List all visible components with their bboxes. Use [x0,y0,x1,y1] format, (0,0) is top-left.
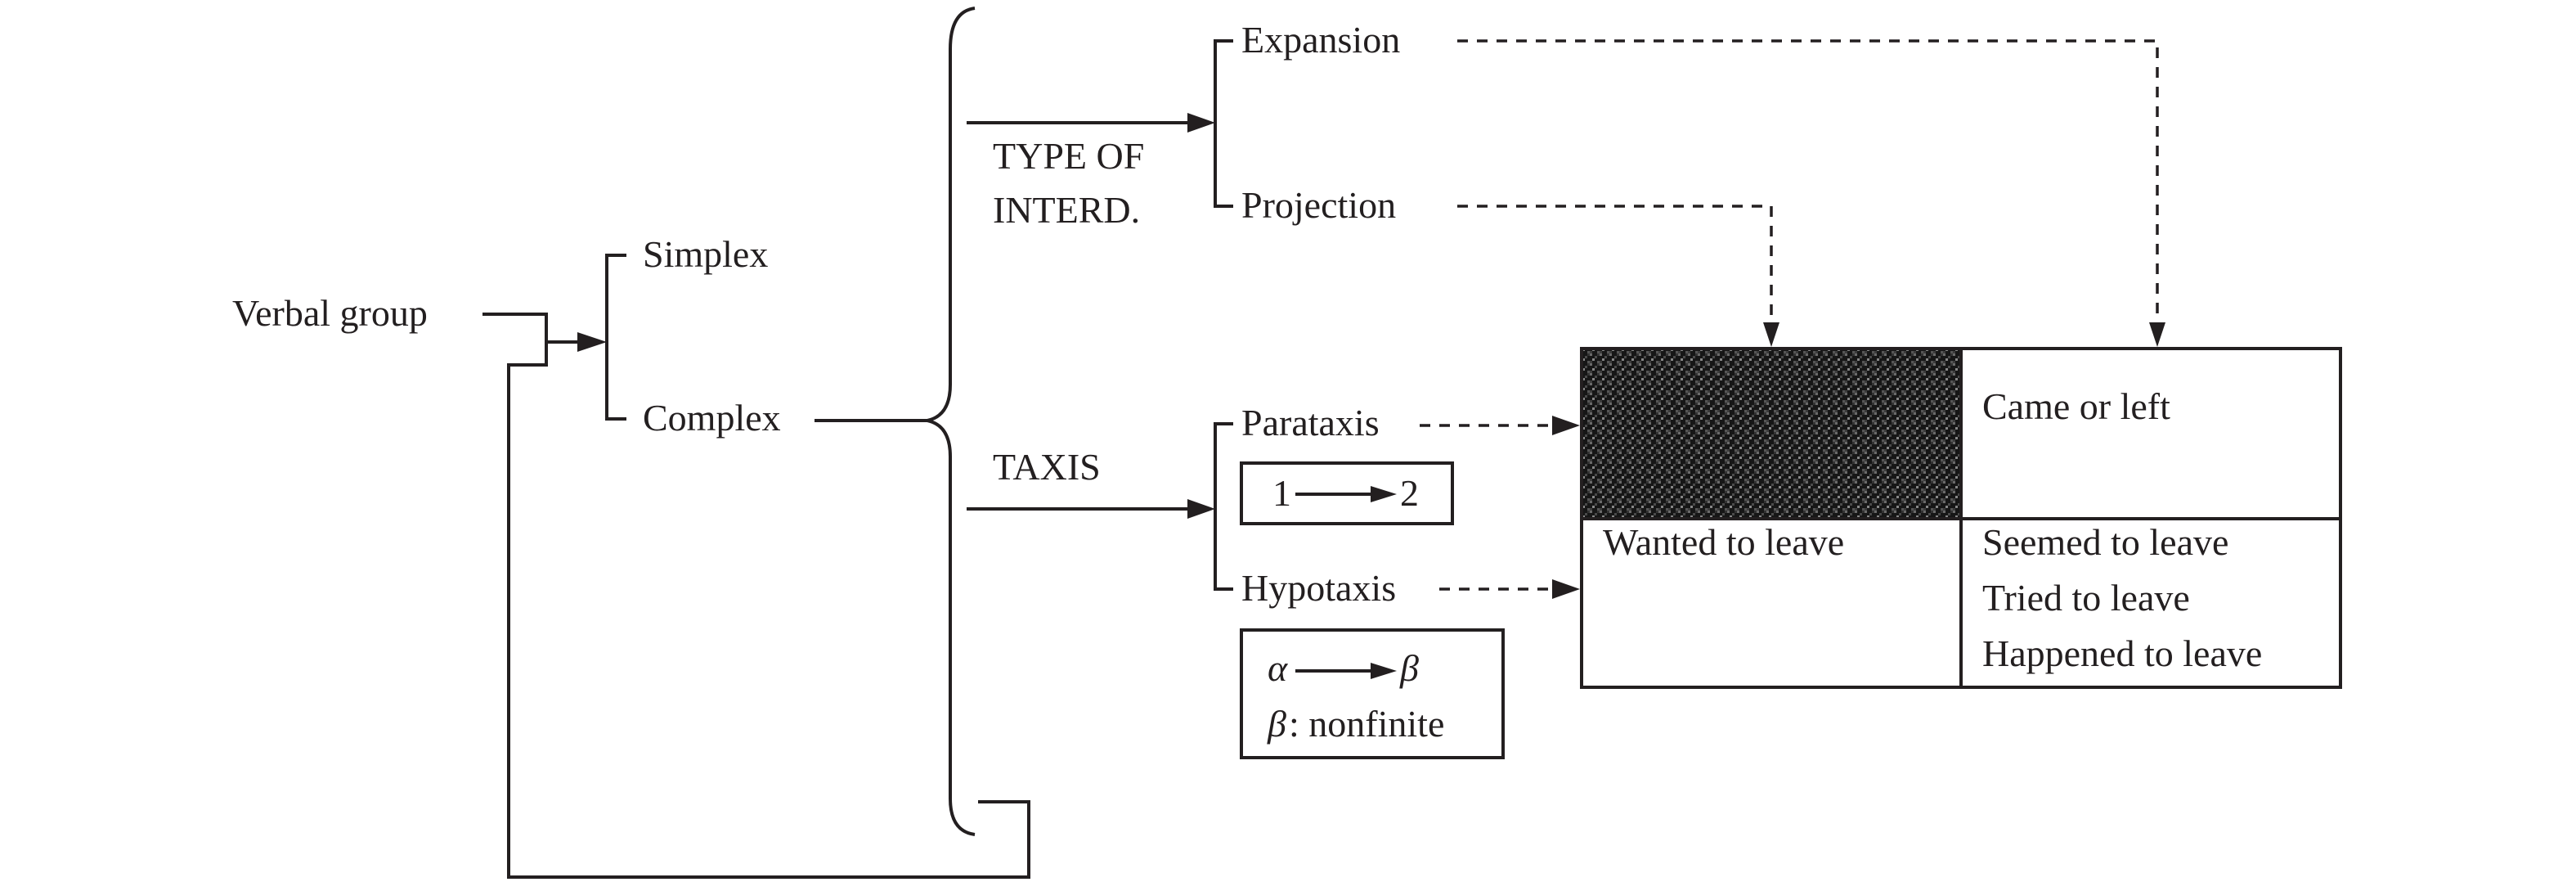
simplex-label: Simplex [643,233,768,275]
arrow-head-icon [577,332,607,352]
arrow-head-icon [1371,486,1397,502]
arrow-head-icon [1763,322,1779,347]
taxis-interd-matrix: Came or left Wanted to leave Seemed to l… [1580,347,2342,689]
complex-label: Complex [643,397,781,439]
arrow-head-icon [1187,499,1215,519]
entry-connector [482,313,1030,879]
cell-seemed-to-leave: Seemed to leave [1982,521,2228,563]
shaded-cell [1582,349,1961,519]
arrow-head-icon [2149,322,2165,347]
cell-came-or-left: Came or left [1982,385,2170,427]
hypotaxis-label: Hypotaxis [1241,567,1396,609]
parataxis-box: 1 2 [1240,461,1454,525]
cell-tried-to-leave: Tried to leave [1982,577,2190,619]
type-of-interd-system: TYPE OF INTERD. Expansion Projection [967,19,1400,231]
arrow-head-icon [1552,416,1580,435]
arrow-head-icon [1371,663,1397,679]
cell-wanted-to-leave: Wanted to leave [1603,521,1844,563]
hypotaxis-box: α β β : nonfinite [1240,628,1505,759]
taxis-system: TAXIS Parataxis Hypotaxis [967,402,1396,609]
nonfinite-symbol: β [1267,703,1286,745]
simplex-complex-bracket [605,254,626,421]
expansion-label: Expansion [1241,19,1400,61]
cell-happened-to-leave: Happened to leave [1982,632,2262,674]
arrow-head-icon [1552,579,1580,599]
projection-label: Projection [1241,184,1396,226]
parataxis-to: 2 [1400,472,1419,514]
parataxis-from: 1 [1272,472,1291,514]
dashed-connectors [1420,39,2165,599]
hypotaxis-to: β [1399,647,1419,689]
verbal-group-label: Verbal group [232,292,428,334]
nonfinite-text: : nonfinite [1289,703,1444,745]
parataxis-label: Parataxis [1241,402,1380,443]
taxis-label: TAXIS [993,446,1101,488]
arrow-head-icon [1187,113,1215,133]
interd-label: INTERD. [993,189,1140,231]
hypotaxis-from: α [1268,647,1288,689]
type-of-label: TYPE OF [993,135,1144,177]
curly-brace [927,7,976,836]
